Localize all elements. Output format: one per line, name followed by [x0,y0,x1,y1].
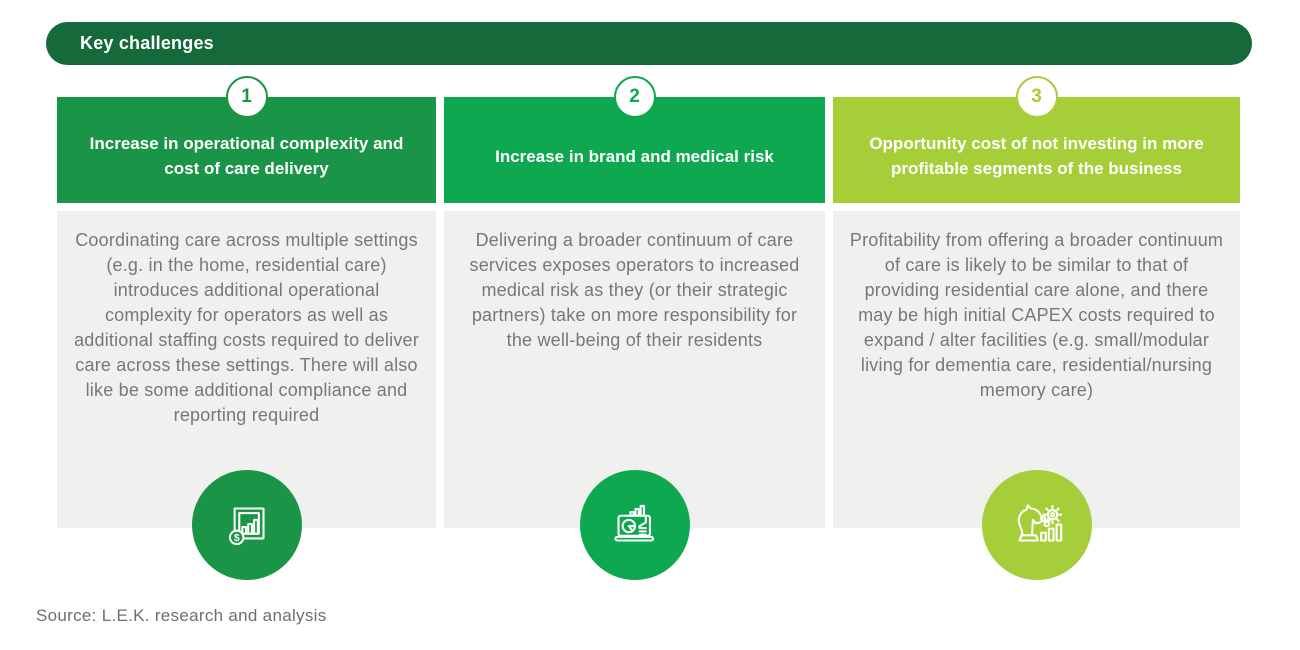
challenge-column-3: 3 Opportunity cost of not investing in m… [833,76,1240,580]
step-number-badge-3: 3 [1015,76,1058,118]
column-header-text-3: Opportunity cost of not investing in mor… [869,134,1204,178]
column-header-text-2: Increase in brand and medical risk [495,146,774,166]
column-header-text-1: Increase in operational complexity and c… [89,134,404,178]
framed-bar-chart-dollar-icon: $ [191,470,302,580]
column-body-text-3: Profitability from offering a broader co… [849,230,1224,400]
column-body-text-2: Delivering a broader continuum of care s… [469,230,800,350]
laptop-analytics-icon [579,470,690,580]
column-body-3: Profitability from offering a broader co… [833,211,1240,528]
step-number-2: 2 [629,86,640,107]
step-number-1: 1 [241,86,252,107]
column-body-text-1: Coordinating care across multiple settin… [74,230,419,425]
step-number-badge-1: 1 [225,76,268,118]
svg-text:$: $ [233,533,239,544]
column-body-1: Coordinating care across multiple settin… [57,211,436,528]
challenge-column-2: 2 Increase in brand and medical risk Del… [444,76,825,580]
step-number-3: 3 [1031,86,1042,107]
page-title: Key challenges [80,33,214,53]
source-note: Source: L.E.K. research and analysis [36,606,327,625]
title-bar: Key challenges [46,22,1252,65]
chess-strategy-icon [981,470,1092,580]
challenge-columns: 1 Increase in operational complexity and… [57,76,1240,580]
step-number-badge-2: 2 [613,76,656,118]
challenge-column-1: 1 Increase in operational complexity and… [57,76,436,580]
